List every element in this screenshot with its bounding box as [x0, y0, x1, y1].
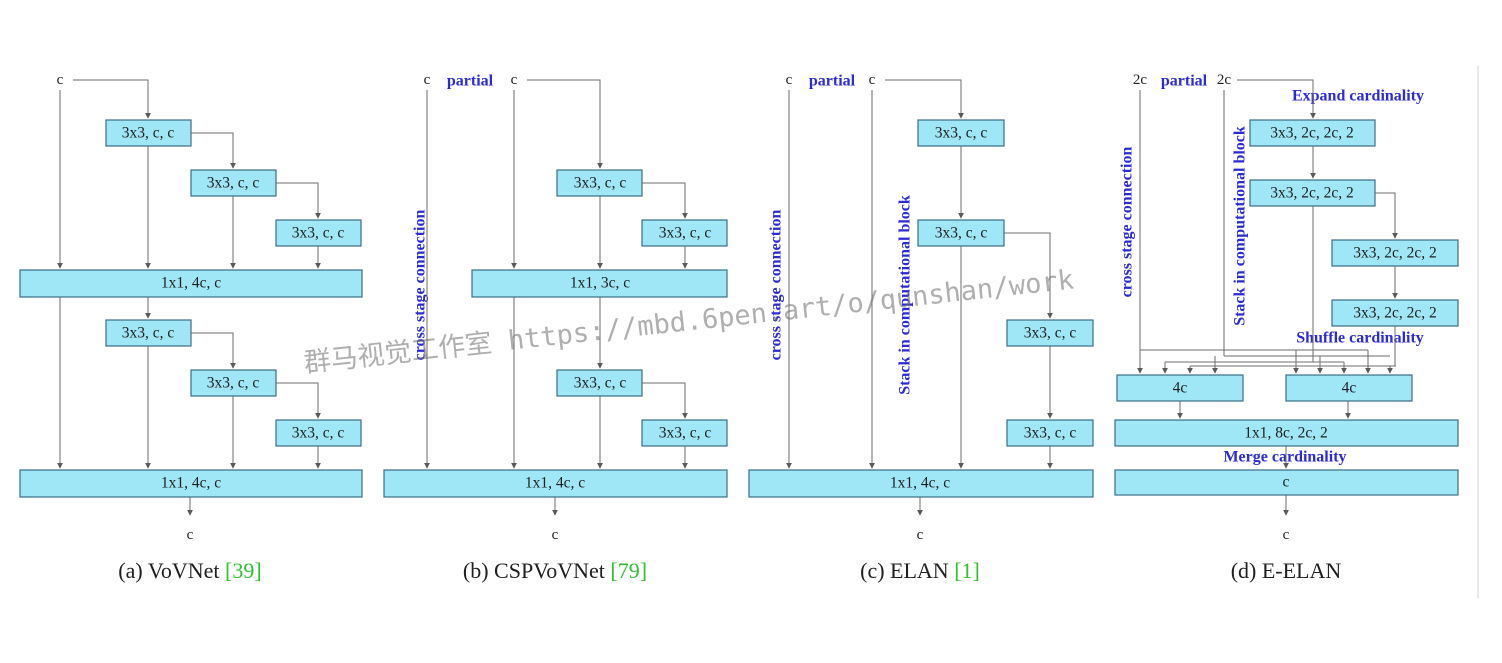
svg-text:3x3, c, c: 3x3, c, c — [292, 425, 345, 442]
svg-text:4c: 4c — [1173, 380, 1188, 397]
panel-c-input-right: c — [869, 72, 876, 88]
svg-text:1x1, 8c, 2c, 2: 1x1, 8c, 2c, 2 — [1244, 425, 1328, 442]
svg-text:3x3, c, c: 3x3, c, c — [659, 425, 712, 442]
panel-c-block-3: 3x3, c, c — [1006, 319, 1094, 347]
panel-c-block-1: 3x3, c, c — [917, 119, 1005, 147]
svg-text:1x1, 3c, c: 1x1, 3c, c — [570, 275, 630, 292]
panel-d-expand-label: Expand cardinality — [1292, 88, 1424, 105]
panel-c-elan: c partial c cross stage connection Stack… — [748, 72, 1094, 583]
svg-text:3x3, c, c: 3x3, c, c — [207, 375, 260, 392]
panel-b-input-left: c — [424, 72, 431, 88]
svg-text:c: c — [1283, 474, 1290, 491]
panel-a-block-7: 3x3, c, c — [275, 419, 362, 447]
panel-b-cross-stage-label: cross stage connection — [412, 210, 429, 361]
svg-text:1x1, 4c, c: 1x1, 4c, c — [890, 475, 950, 492]
panel-d-shuffle-label: Shuffle cardinality — [1296, 330, 1424, 347]
svg-text:1x1, 4c, c: 1x1, 4c, c — [525, 475, 585, 492]
panel-d-partial-label: partial — [1161, 73, 1208, 90]
panel-b-block-4: 3x3, c, c — [556, 369, 643, 397]
panel-b-caption: (b) CSPVoVNet [79] — [463, 558, 647, 583]
svg-text:3x3, c, c: 3x3, c, c — [292, 225, 345, 242]
panel-c-output: c — [917, 527, 924, 543]
panel-c-stack-label: Stack in computational block — [897, 195, 914, 395]
panel-d-block-4: 3x3, 2c, 2c, 2 — [1331, 299, 1459, 327]
panel-a-caption: (a) VoVNet [39] — [118, 558, 261, 583]
panel-b-block-3: 1x1, 3c, c — [471, 269, 728, 298]
panel-d-block-3: 3x3, 2c, 2c, 2 — [1331, 239, 1459, 267]
panel-d-merge-label: Merge cardinality — [1223, 449, 1346, 466]
panel-a-block-3: 3x3, c, c — [275, 219, 362, 247]
svg-text:3x3, c, c: 3x3, c, c — [935, 225, 988, 242]
panel-d-block-8: c — [1114, 469, 1459, 496]
svg-text:1x1, 4c, c: 1x1, 4c, c — [161, 275, 221, 292]
panel-b-partial-label: partial — [447, 73, 494, 90]
panel-d-stack-label: Stack in computational block — [1232, 126, 1249, 326]
panel-d-block-1: 3x3, 2c, 2c, 2 — [1249, 119, 1376, 147]
panel-a-output: c — [187, 527, 194, 543]
svg-text:1x1, 4c, c: 1x1, 4c, c — [161, 475, 221, 492]
panel-d-caption: (d) E-ELAN — [1231, 558, 1342, 583]
svg-text:3x3, c, c: 3x3, c, c — [1024, 425, 1077, 442]
panel-a-block-1: 3x3, c, c — [105, 119, 192, 147]
panel-d-block-6: 4c — [1285, 374, 1413, 402]
panel-c-block-2: 3x3, c, c — [917, 219, 1005, 247]
panel-a-block-8: 1x1, 4c, c — [19, 469, 363, 498]
panel-c-block-4: 3x3, c, c — [1006, 419, 1094, 447]
panel-b-output: c — [552, 527, 559, 543]
panel-a-vovnet: c 3x3, c, c 3x3, c, c 3x3, c, c 1x1, 4c,… — [19, 72, 363, 583]
panel-b-input-right: c — [511, 72, 518, 88]
panel-d-block-2: 3x3, 2c, 2c, 2 — [1249, 179, 1376, 207]
svg-text:3x3, c, c: 3x3, c, c — [659, 225, 712, 242]
panel-c-partial-label: partial — [809, 73, 856, 90]
svg-text:3x3, 2c, 2c, 2: 3x3, 2c, 2c, 2 — [1353, 305, 1437, 322]
panel-d-output: c — [1283, 527, 1290, 543]
panel-c-caption: (c) ELAN [1] — [860, 558, 980, 583]
panel-b-block-5: 3x3, c, c — [641, 419, 728, 447]
svg-text:3x3, 2c, 2c, 2: 3x3, 2c, 2c, 2 — [1270, 125, 1354, 142]
panel-b-cspvovnet: c partial c cross stage connection 3x3, … — [383, 72, 728, 583]
panel-a-block-2: 3x3, c, c — [190, 169, 277, 197]
panel-d-block-7: 1x1, 8c, 2c, 2 — [1114, 419, 1459, 447]
panel-b-block-2: 3x3, c, c — [641, 219, 728, 247]
panel-a-input: c — [57, 72, 64, 88]
svg-text:3x3, c, c: 3x3, c, c — [574, 175, 627, 192]
panel-b-block-6: 1x1, 4c, c — [383, 469, 728, 498]
panel-a-block-4: 1x1, 4c, c — [19, 269, 363, 298]
panel-d-e-elan: 2c partial 2c Expand cardinality cross s… — [1114, 72, 1459, 583]
panel-d-input-right: 2c — [1217, 72, 1232, 88]
panel-c-input-left: c — [786, 72, 793, 88]
panel-b-block-1: 3x3, c, c — [556, 169, 643, 197]
panel-d-cross-stage-label: cross stage connection — [1119, 147, 1136, 298]
svg-text:3x3, c, c: 3x3, c, c — [935, 125, 988, 142]
svg-text:3x3, c, c: 3x3, c, c — [122, 125, 175, 142]
svg-text:4c: 4c — [1342, 380, 1357, 397]
svg-text:3x3, c, c: 3x3, c, c — [1024, 325, 1077, 342]
panel-d-block-5: 4c — [1116, 374, 1244, 402]
panel-d-input-left: 2c — [1133, 72, 1148, 88]
panel-c-block-5: 1x1, 4c, c — [748, 469, 1094, 498]
panel-a-block-5: 3x3, c, c — [105, 319, 192, 347]
svg-text:3x3, 2c, 2c, 2: 3x3, 2c, 2c, 2 — [1270, 185, 1354, 202]
svg-text:3x3, c, c: 3x3, c, c — [574, 375, 627, 392]
svg-text:3x3, c, c: 3x3, c, c — [207, 175, 260, 192]
svg-text:3x3, 2c, 2c, 2: 3x3, 2c, 2c, 2 — [1353, 245, 1437, 262]
panel-c-cross-stage-label: cross stage connection — [768, 210, 785, 361]
svg-text:3x3, c, c: 3x3, c, c — [122, 325, 175, 342]
panel-a-block-6: 3x3, c, c — [190, 369, 277, 397]
